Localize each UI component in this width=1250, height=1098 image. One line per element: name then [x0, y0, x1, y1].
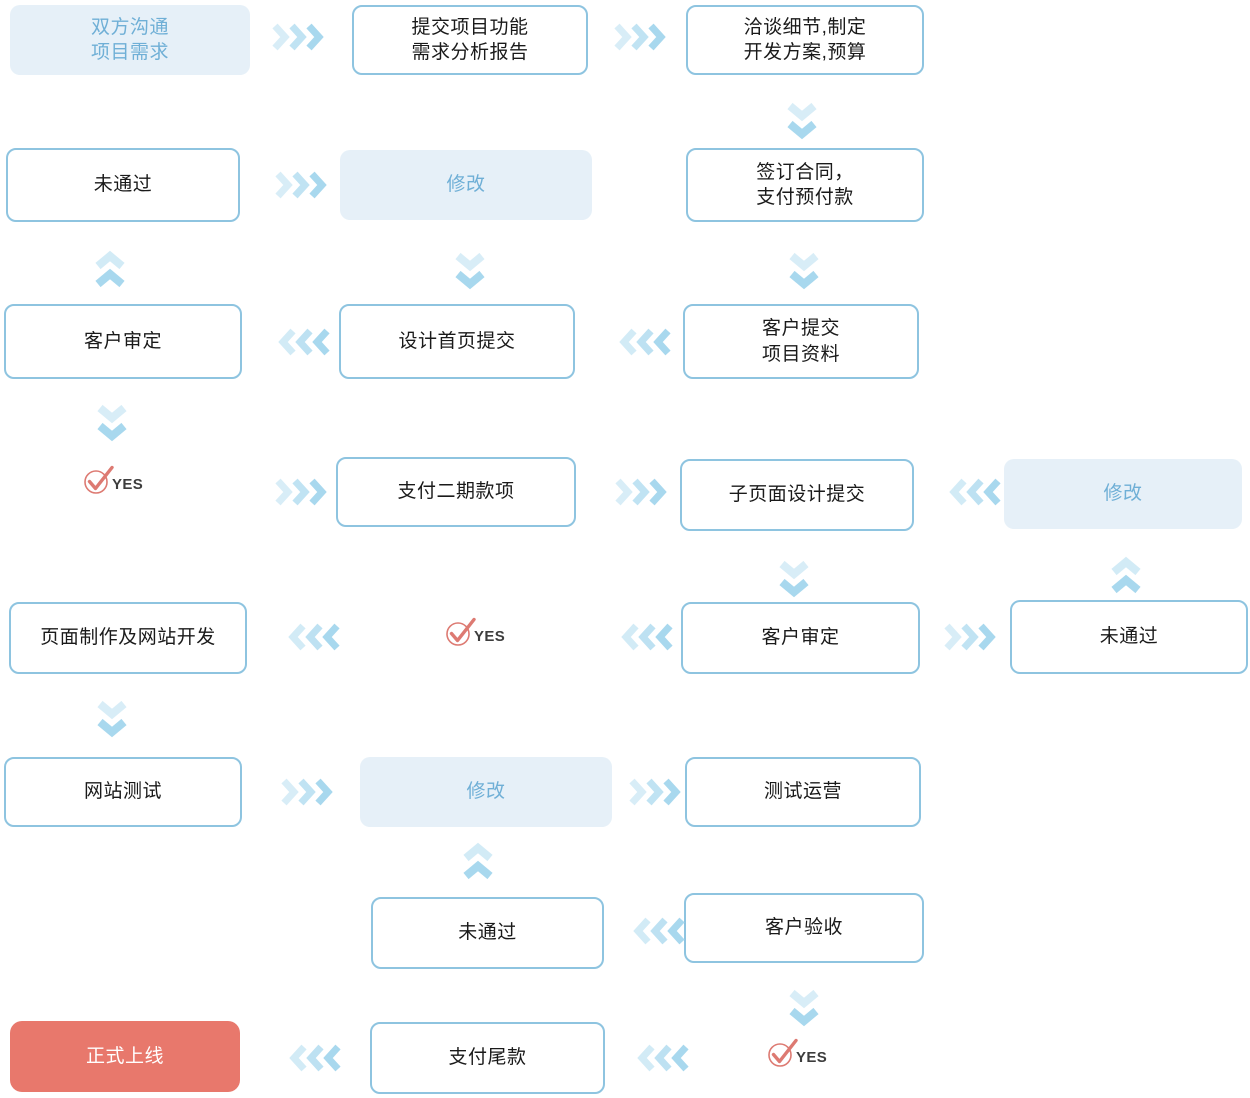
yes-decision-marker: YES — [766, 1037, 827, 1069]
arrow-right-icon — [937, 618, 1009, 656]
arrow-left-icon — [608, 618, 680, 656]
flow-node-n15[interactable]: 未通过 — [1010, 600, 1248, 674]
check-circle-icon — [82, 464, 116, 496]
flow-node-n18[interactable]: 测试运营 — [685, 757, 921, 827]
check-circle-icon — [444, 616, 478, 648]
arrow-right-icon — [268, 473, 340, 511]
flow-node-n03[interactable]: 洽谈细节,制定 开发方案,预算 — [686, 5, 924, 75]
flow-node-n17[interactable]: 修改 — [360, 757, 612, 827]
arrow-up-icon — [1104, 554, 1148, 598]
arrow-right-icon — [265, 18, 337, 56]
flow-node-n01[interactable]: 双方沟通 项目需求 — [10, 5, 250, 75]
arrow-right-icon — [608, 473, 680, 511]
flow-node-n20[interactable]: 客户验收 — [684, 893, 924, 963]
flow-node-n12[interactable]: 修改 — [1004, 459, 1242, 529]
flow-node-n13[interactable]: 页面制作及网站开发 — [9, 602, 247, 674]
yes-label: YES — [796, 1049, 828, 1066]
arrow-right-icon — [274, 773, 346, 811]
flow-node-n16[interactable]: 网站测试 — [4, 757, 242, 827]
arrow-down-icon — [90, 696, 134, 740]
flow-node-n22[interactable]: 支付尾款 — [370, 1022, 605, 1094]
flow-node-n10[interactable]: 支付二期款项 — [336, 457, 576, 527]
arrow-down-icon — [782, 985, 826, 1029]
flow-node-n14[interactable]: 客户审定 — [681, 602, 920, 674]
arrow-left-icon — [275, 618, 347, 656]
arrow-down-icon — [448, 248, 492, 292]
flow-node-n09[interactable]: 客户提交 项目资料 — [683, 304, 919, 379]
check-circle-icon — [766, 1037, 800, 1069]
arrow-up-icon — [456, 840, 500, 884]
flow-node-n21[interactable]: 正式上线 — [10, 1021, 240, 1092]
arrow-left-icon — [276, 1039, 348, 1077]
arrow-down-icon — [772, 556, 816, 600]
yes-decision-marker: YES — [82, 464, 143, 496]
flow-node-n19[interactable]: 未通过 — [371, 897, 604, 969]
arrow-right-icon — [607, 18, 679, 56]
yes-label: YES — [474, 628, 506, 645]
arrow-right-icon — [622, 773, 694, 811]
arrow-right-icon — [268, 166, 340, 204]
arrow-down-icon — [782, 248, 826, 292]
arrow-left-icon — [624, 1039, 696, 1077]
yes-label: YES — [112, 476, 144, 493]
arrow-down-icon — [90, 400, 134, 444]
flow-node-n02[interactable]: 提交项目功能 需求分析报告 — [352, 5, 588, 75]
flow-node-n08[interactable]: 设计首页提交 — [339, 304, 575, 379]
yes-decision-marker: YES — [444, 616, 505, 648]
flow-node-n04[interactable]: 未通过 — [6, 148, 240, 222]
arrow-left-icon — [265, 323, 337, 361]
arrow-left-icon — [620, 912, 692, 950]
flow-node-n05[interactable]: 修改 — [340, 150, 592, 220]
flow-node-n06[interactable]: 签订合同， 支付预付款 — [686, 148, 924, 222]
flow-node-n07[interactable]: 客户审定 — [4, 304, 242, 379]
arrow-left-icon — [606, 323, 678, 361]
arrow-down-icon — [780, 98, 824, 142]
arrow-up-icon — [88, 248, 132, 292]
flow-node-n11[interactable]: 子页面设计提交 — [680, 459, 914, 531]
arrow-left-icon — [936, 473, 1008, 511]
